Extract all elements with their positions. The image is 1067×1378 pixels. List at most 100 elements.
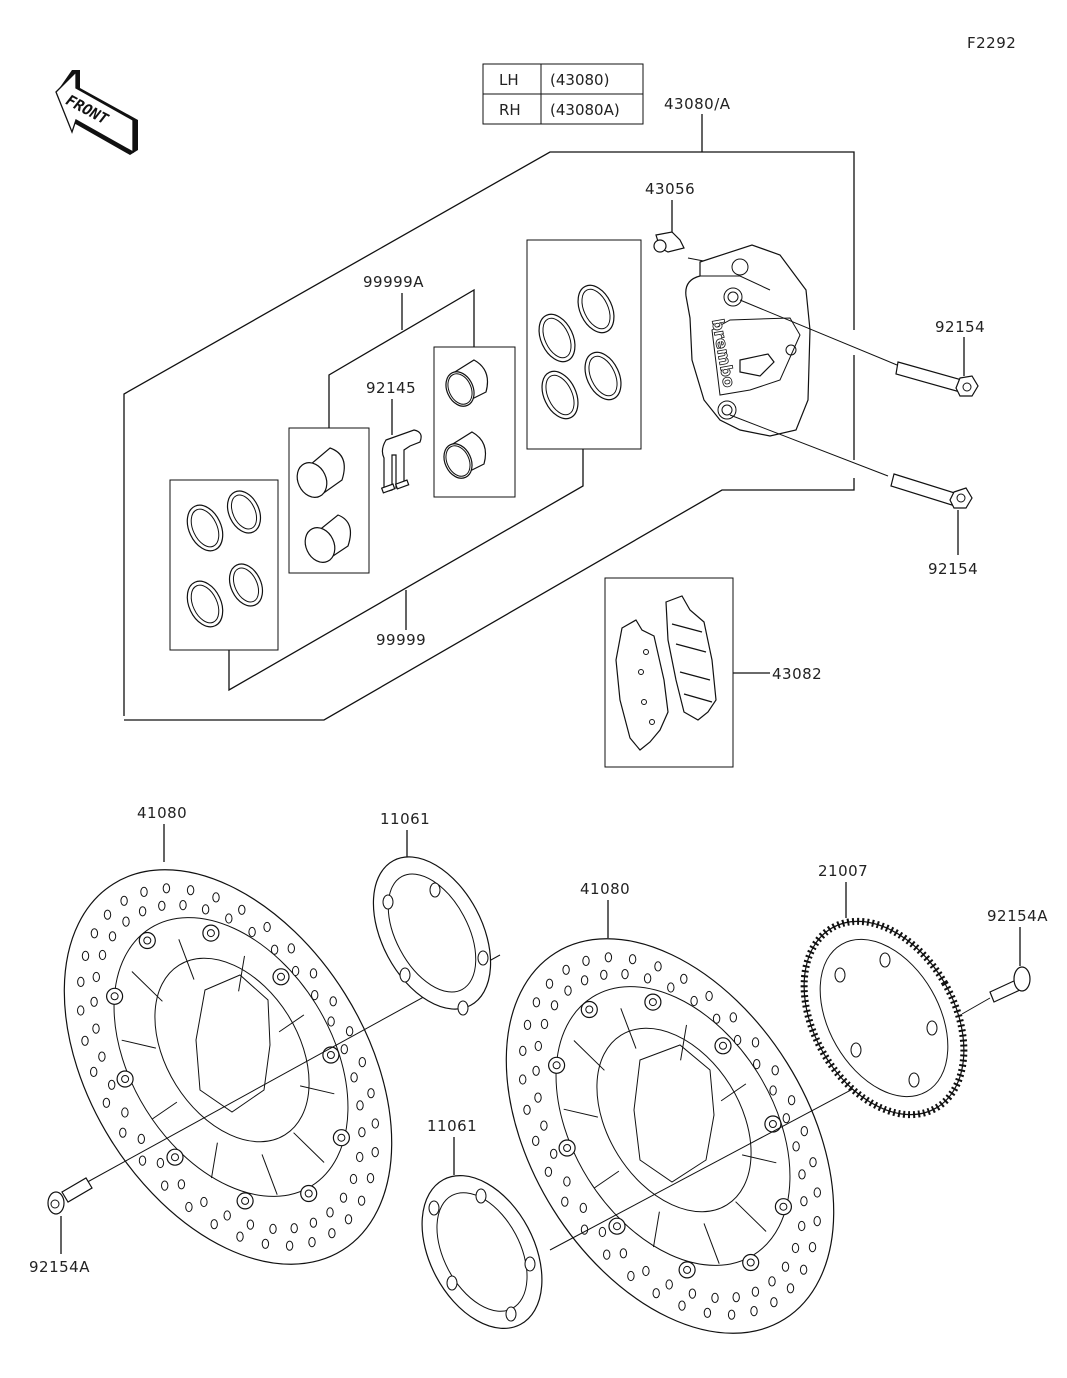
brake-disc-left: [63, 869, 393, 1265]
drilled-hole: [534, 1092, 542, 1103]
floating-button-center: [277, 972, 285, 981]
carrier-spoke: [741, 1154, 777, 1164]
drilled-hole: [769, 1085, 777, 1096]
drilled-hole: [550, 1000, 559, 1011]
drilled-hole: [642, 1265, 650, 1277]
figure-code: F2292: [967, 34, 1016, 52]
drilled-hole: [627, 1270, 635, 1282]
callout-disc-bolt-right: 92154A: [987, 907, 1048, 925]
drilled-hole: [729, 1012, 737, 1023]
drilled-hole: [90, 928, 99, 939]
drilled-hole: [108, 931, 117, 942]
drilled-hole: [751, 1037, 760, 1048]
drilled-hole: [77, 1005, 85, 1016]
drilled-hole: [782, 1113, 790, 1124]
drilled-hole: [732, 1292, 740, 1303]
carrier-spoke: [238, 955, 245, 992]
drilled-hole: [356, 1151, 364, 1163]
drilled-hole: [212, 892, 220, 903]
drilled-hole: [628, 954, 637, 965]
drilled-hole: [598, 1226, 607, 1238]
floating-button-center: [241, 1196, 250, 1205]
drilled-hole: [800, 1126, 808, 1137]
drilled-hole: [270, 944, 279, 955]
callout-caliper-bolt-upper: 92154: [935, 318, 985, 336]
drilled-hole: [366, 1173, 375, 1184]
drilled-hole: [371, 1118, 379, 1129]
floating-button-center: [326, 1051, 335, 1059]
drilled-hole: [122, 916, 130, 927]
drilled-hole: [792, 1141, 800, 1152]
drilled-hole: [210, 1219, 218, 1230]
drilled-hole: [161, 1180, 169, 1191]
floating-button-center: [746, 1258, 755, 1267]
drilled-hole: [813, 1216, 821, 1227]
drilled-hole: [665, 1279, 673, 1290]
drilled-hole: [680, 973, 688, 984]
drilled-hole: [619, 1248, 628, 1259]
drilled-hole: [77, 976, 85, 988]
carrier-spoke: [680, 1024, 687, 1061]
drilled-hole: [162, 883, 171, 894]
carrier-spoke: [293, 1132, 325, 1163]
floating-button-center: [121, 1075, 130, 1083]
drilled-hole: [371, 1147, 379, 1158]
carrier-spoke: [278, 1014, 305, 1033]
disc-bolt-left: [47, 1177, 93, 1215]
piston-seal-set-right: [526, 239, 642, 450]
carrier-spoke: [121, 1039, 157, 1049]
drilled-hole: [287, 943, 295, 954]
drilled-hole: [121, 1107, 129, 1118]
drilled-hole: [186, 885, 195, 896]
drilled-hole: [753, 1059, 761, 1070]
drilled-hole: [711, 1292, 719, 1304]
drilled-hole: [350, 1072, 358, 1083]
drilled-hole: [138, 1155, 147, 1166]
drilled-hole: [177, 1179, 186, 1190]
drilled-hole: [705, 990, 713, 1002]
drilled-hole: [238, 904, 246, 915]
callout-shim-right: 11061: [427, 1117, 477, 1135]
drilled-hole: [603, 1249, 611, 1260]
drilled-hole: [688, 1288, 697, 1299]
drilled-hole: [140, 886, 148, 898]
drilled-hole: [809, 1157, 817, 1168]
drilled-hole: [156, 1157, 165, 1169]
seal-kit-upper-bracket: [328, 288, 475, 428]
carrier-spoke: [573, 1040, 605, 1071]
drilled-hole: [523, 1104, 531, 1115]
drilled-hole: [690, 995, 698, 1007]
drilled-hole: [358, 1127, 366, 1138]
floating-button-center: [552, 1061, 561, 1070]
table-part-lh: (43080): [550, 71, 609, 89]
brake-pad-set: [604, 577, 734, 768]
drilled-hole: [103, 909, 112, 920]
drilled-hole: [236, 1231, 244, 1242]
floating-button-center: [206, 929, 215, 938]
drilled-hole: [90, 1066, 98, 1078]
variant-table: LH (43080) RH (43080A): [482, 63, 644, 125]
drilled-hole: [534, 1040, 542, 1052]
drilled-hole: [798, 1220, 806, 1232]
callout-pad-spring: 92145: [366, 379, 416, 397]
drilled-hole: [90, 996, 98, 1007]
drilled-hole: [261, 1238, 270, 1249]
abs-rotor: [800, 917, 968, 1119]
drilled-hole: [225, 913, 233, 924]
drilled-hole: [248, 926, 256, 938]
drilled-hole: [309, 1217, 318, 1228]
caliper-bolt-lower: [729, 414, 973, 509]
drilled-hole: [263, 921, 271, 933]
drilled-hole: [787, 1095, 796, 1106]
drilled-hole: [678, 1300, 686, 1311]
drilled-hole: [712, 1013, 721, 1024]
carrier-spoke: [299, 1085, 335, 1095]
drilled-hole: [813, 1187, 821, 1198]
drilled-hole: [291, 965, 300, 977]
drilled-hole: [733, 1034, 742, 1046]
pad-spring: [380, 399, 422, 494]
piston-seal-set-left: [169, 479, 279, 651]
callout-caliper-bolt-lower: 92154: [928, 560, 978, 578]
drilled-hole: [580, 975, 589, 986]
